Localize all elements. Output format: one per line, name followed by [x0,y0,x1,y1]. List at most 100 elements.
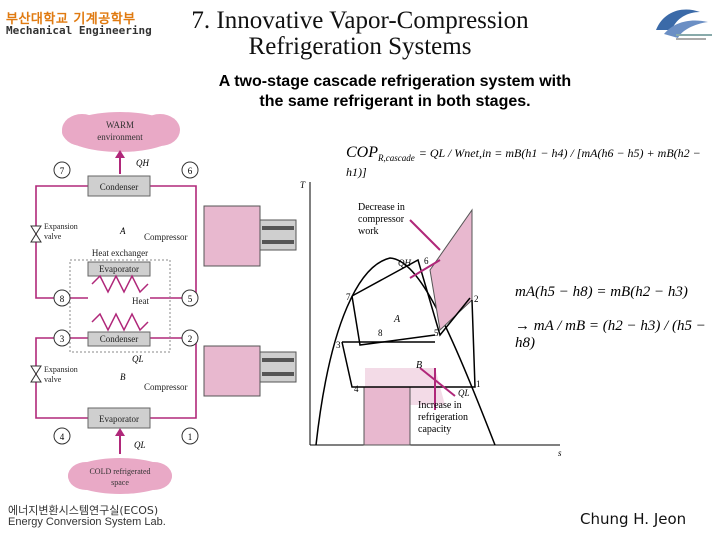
increase-label-2: refrigeration [418,412,468,423]
increase-label-3: capacity [418,424,451,435]
warm-env-label: environment [97,132,143,142]
ts-ql-label: QL [458,388,470,398]
author-name: Chung H. Jeon [580,510,687,528]
cycle-b-path [341,299,476,388]
ts-point-7: 7 [346,292,351,302]
energy-balance-equation: mA(h5 − h8) = mB(h2 − h3) [515,284,688,300]
compressor-b-icon [203,345,297,397]
decrease-compressor-work-region [429,208,473,332]
ts-point-8: 8 [378,328,383,338]
expansion-a-label-2: valve [44,232,62,241]
state-6: 6 [181,161,199,179]
expansion-valve-b-icon [30,365,42,383]
compressor-b-label: Compressor [144,382,188,392]
decrease-label-2: compressor [358,214,405,225]
ts-point-2: 2 [474,294,479,304]
cascade-schematic: WARM environment QH Condenser Expansion … [30,112,199,494]
evaporator-mid-label: Evaporator [99,264,139,274]
expansion-b-label-1: Expansion [44,365,78,374]
condenser-mid-label: Condenser [100,334,139,344]
heat-exchanger-label: Heat exchanger [92,248,148,258]
compressor-a-icon [203,205,297,267]
svg-text:4: 4 [60,432,65,442]
ts-point-6: 6 [424,256,429,266]
svg-text:3: 3 [60,334,65,344]
loop-a-right-line [150,185,197,299]
condenser-mid [87,331,151,347]
decrease-label-3: work [358,226,379,237]
heat-exchanger-box [69,259,171,353]
coil-bottom-icon [91,312,149,332]
ql-bottom-label: QL [134,440,146,450]
state-4: 4 [53,427,71,445]
cop-subscript: R,cascade [378,153,415,164]
cold-space-cloud: COLD refrigerated space [68,458,172,494]
ts-qh-label: QH [398,258,411,268]
subtitle-line-1: A two-stage cascade refrigeration system… [218,73,572,90]
svg-text:1: 1 [188,432,193,442]
university-emblem-icon [656,9,712,40]
increase-refrigeration-region [363,386,411,446]
evaporator-mid [87,261,151,277]
decrease-arrow [409,219,441,251]
loop-b-label: B [120,372,126,382]
loop-a-left-line [35,185,88,299]
cold-label-2: space [111,478,129,487]
ts-point-1: 1 [476,379,481,389]
svg-text:2: 2 [188,334,193,344]
expansion-b-label-2: valve [44,375,62,384]
condenser-top-label: Condenser [100,182,139,192]
svg-text:8: 8 [60,294,65,304]
title-line-2: Refrigeration Systems [248,33,472,60]
svg-text:6: 6 [188,166,193,176]
warm-environment-cloud: WARM environment [62,112,180,152]
warm-label: WARM [106,120,134,130]
expansion-valve-a-icon [30,225,42,243]
state-5: 5 [181,289,199,307]
expansion-a-label-1: Expansion [44,222,78,231]
ts-point-4: 4 [354,384,359,394]
ql-mid-label: QL [132,354,144,364]
increase-label-1: Increase in [418,400,462,411]
ts-diagram: T s Decrease in compressor work Increase… [300,180,562,458]
svg-text:7: 7 [60,166,65,176]
ql-arrow-ts [419,367,456,397]
qh-label: QH [136,158,149,168]
ts-a-label: A [393,314,401,325]
evaporator-bottom-label: Evaporator [99,414,139,424]
state-2: 2 [181,329,199,347]
title-line-1: 7. Innovative Vapor-Compression [191,7,529,34]
lab-name-english: Energy Conversion System Lab. [8,516,166,528]
state-3: 3 [53,329,71,347]
state-1: 1 [181,427,199,445]
department-logo-english: Mechanical Engineering [6,24,152,37]
slide-title: 7. Innovative Vapor-Compression Refriger… [150,8,570,60]
cycle-a-lower-path [351,295,436,346]
compressors [203,205,297,397]
ts-point-5: 5 [434,328,439,338]
evaporator-bottom [87,407,151,429]
university-logo-korean: 부산대학교 기계공학부 [6,12,136,27]
cold-label-1: COLD refrigerated [89,467,150,476]
state-7: 7 [53,161,71,179]
svg-text:5: 5 [188,294,193,304]
loop-b-right-line [150,337,197,419]
loop-a-label: A [119,226,126,236]
saturation-dome [315,257,496,446]
subtitle-line-2: the same refrigerant in both stages. [259,93,531,110]
mass-ratio-equation: → mA / mB = (h2 − h3) / (h5 − h8) [515,318,706,351]
condenser-top [87,175,151,197]
s-axis-label: s [558,448,562,458]
t-axis-label: T [300,180,306,190]
heat-label: Heat [132,296,149,306]
cop-equation: COPR,cascade = QL / Wnet,in = mB(h1 − h4… [346,144,706,181]
qh-arrow-ts [409,259,441,279]
ts-b-label: B [416,360,422,371]
cop-expression: = QL / Wnet,in = mB(h1 − h4) / [mA(h6 − … [346,146,701,180]
lab-name-korean: 에너지변환시스템연구실(ECOS) [8,504,159,517]
coil-top-icon [91,274,149,294]
slide-subtitle: A two-stage cascade refrigeration system… [175,72,615,112]
cycle-a-path [351,258,471,337]
cop-symbol: COP [346,144,378,161]
compressor-a-label: Compressor [144,232,188,242]
